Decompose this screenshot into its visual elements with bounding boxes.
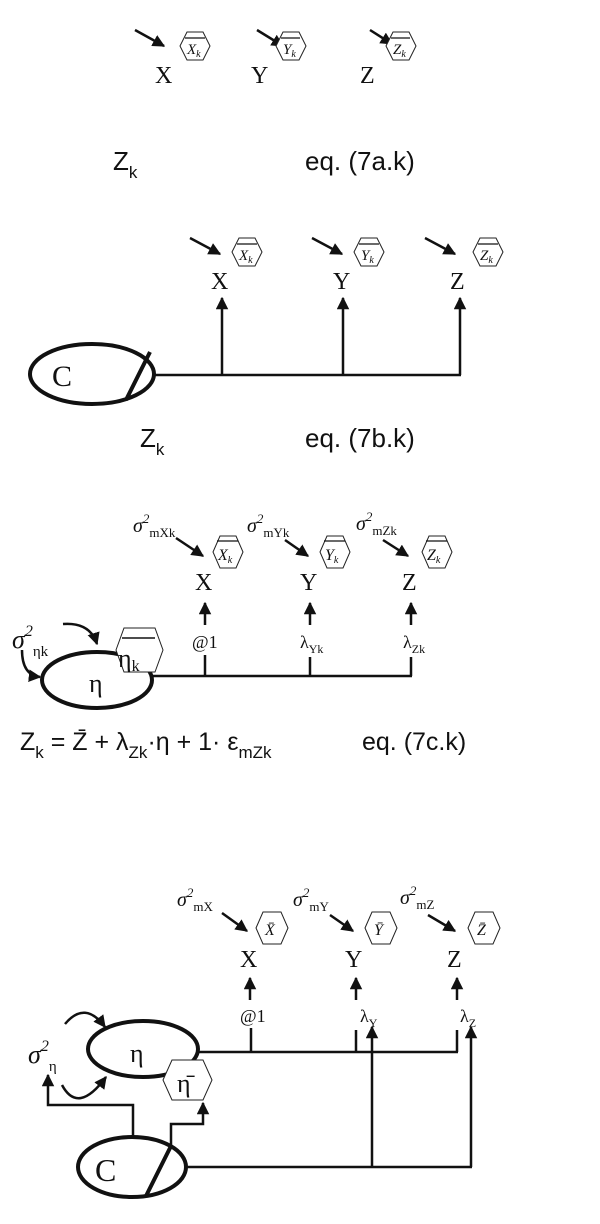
variable-label: X xyxy=(155,63,172,89)
mean-hexagon xyxy=(385,31,417,61)
mean-hexagon xyxy=(421,535,453,569)
svg-text:ηk: ηk xyxy=(118,644,140,675)
svg-text:η̄: η̄ xyxy=(177,1069,195,1098)
mean-hexagon xyxy=(212,535,244,569)
equation-lhs: Zk xyxy=(113,146,138,182)
svg-text:η: η xyxy=(89,669,103,698)
observed-x: σ2mX X̄ X @1 xyxy=(177,885,289,1052)
mean-hexagon xyxy=(275,31,307,61)
panel-a: Xk X Yk Y Zk Z Zk eq. (7a.k) xyxy=(113,28,417,182)
observed-z: σ2mZ Z̄ Z λZ xyxy=(400,883,501,1052)
observed-y: σ2mYk Yk Y λYk xyxy=(247,511,351,676)
mean-arrow xyxy=(134,28,166,48)
observed-y: Yk Y xyxy=(251,28,307,89)
equation-label: eq. (7c.k) xyxy=(362,728,466,756)
observed-y: Yk Y xyxy=(311,236,385,375)
svg-text:Yk: Yk xyxy=(361,248,374,266)
observed-z: σ2mZk Zk Z λZk xyxy=(356,509,453,676)
svg-text:σ2η: σ2η xyxy=(28,1038,57,1075)
loading-label: @1 xyxy=(192,632,218,652)
latent-node: η xyxy=(40,650,154,710)
observed-x: Xk X xyxy=(134,28,211,89)
svg-text:Xk: Xk xyxy=(238,248,253,266)
observed-x: Xk X xyxy=(189,236,263,375)
variable-label: Y xyxy=(345,947,362,973)
panel-d: σ2mX X̄ X @1 σ2mY Ȳ Y λY σ2mZ Z̄ Z λZ xyxy=(28,883,501,1199)
class-node: C xyxy=(28,342,156,406)
loading-label: λYk xyxy=(300,632,323,656)
loading-label: @1 xyxy=(240,1006,266,1026)
mean-hexagon xyxy=(472,237,504,267)
svg-text:σ2mX: σ2mX xyxy=(177,885,213,914)
structural-equation: Zk = Z̄ + λZk·η + 1· εmZk xyxy=(20,728,272,762)
svg-text:σ2mY: σ2mY xyxy=(293,885,329,914)
svg-text:C: C xyxy=(52,360,72,393)
class-to-variance-path xyxy=(41,1073,135,1138)
svg-text:Z̄: Z̄ xyxy=(477,922,487,939)
svg-text:σ2ηk: σ2ηk xyxy=(12,623,49,660)
svg-text:Xk: Xk xyxy=(186,42,201,60)
observed-z: Zk Z xyxy=(360,28,417,89)
loading-label: λY xyxy=(360,1006,378,1030)
variable-label: X xyxy=(211,269,228,295)
mean-hexagon xyxy=(319,535,351,569)
mean-hexagon xyxy=(353,237,385,267)
observed-z: Zk Z xyxy=(424,236,504,375)
variable-label: Y xyxy=(251,63,268,89)
svg-text:Zk: Zk xyxy=(427,547,441,566)
mean-hexagon xyxy=(231,237,263,267)
equation-label: eq. (7b.k) xyxy=(305,423,415,453)
svg-text:Zk: Zk xyxy=(480,248,493,266)
svg-text:X̄: X̄ xyxy=(264,922,276,939)
variable-label: X xyxy=(240,947,257,973)
latent-variance: σ2η xyxy=(28,1011,108,1100)
mean-hexagon xyxy=(255,911,289,945)
svg-text:σ2mYk: σ2mYk xyxy=(247,511,290,540)
mean-hexagon xyxy=(179,31,211,61)
equation-lhs: Zk xyxy=(140,423,165,459)
mean-hexagon xyxy=(467,911,501,945)
observed-x: σ2mXk Xk X @1 xyxy=(133,511,244,676)
latent-mean-hexagon: η̄ xyxy=(162,1059,213,1101)
svg-text:Xk: Xk xyxy=(217,547,233,566)
svg-text:Yk: Yk xyxy=(283,42,296,60)
latent-mean-hexagon: ηk xyxy=(115,627,164,675)
latent-variance: σ2ηk xyxy=(12,622,100,682)
svg-text:Yk: Yk xyxy=(325,547,339,566)
variable-label: Z xyxy=(360,63,375,89)
equation-label: eq. (7a.k) xyxy=(305,146,415,176)
mean-hexagon xyxy=(364,911,398,945)
svg-text:σ2mZk: σ2mZk xyxy=(356,509,397,538)
svg-text:Zk: Zk xyxy=(393,42,406,60)
panel-c: σ2mXk Xk X @1 σ2mYk Yk Y λYk σ2mZk xyxy=(12,509,466,762)
variable-label: Z xyxy=(402,570,417,596)
observed-y: σ2mY Ȳ Y λY xyxy=(293,885,398,1052)
variable-label: Z xyxy=(447,947,462,973)
class-to-mean-path xyxy=(169,1101,210,1146)
variable-label: Y xyxy=(300,570,317,596)
variable-label: X xyxy=(195,570,212,596)
svg-text:σ2mXk: σ2mXk xyxy=(133,511,176,540)
svg-text:η: η xyxy=(130,1039,144,1068)
svg-text:C: C xyxy=(95,1152,116,1188)
variable-label: Z xyxy=(450,269,465,295)
panel-b: Xk X Yk Y Zk Z C Zk eq. (7b.k) xyxy=(28,236,504,459)
svg-text:σ2mZ: σ2mZ xyxy=(400,883,434,912)
latent-node: η xyxy=(86,1019,200,1079)
svg-text:Ȳ: Ȳ xyxy=(374,922,385,939)
loading-label: λZ xyxy=(460,1006,476,1030)
variable-label: Y xyxy=(333,269,350,295)
loading-label: λZk xyxy=(403,632,425,656)
